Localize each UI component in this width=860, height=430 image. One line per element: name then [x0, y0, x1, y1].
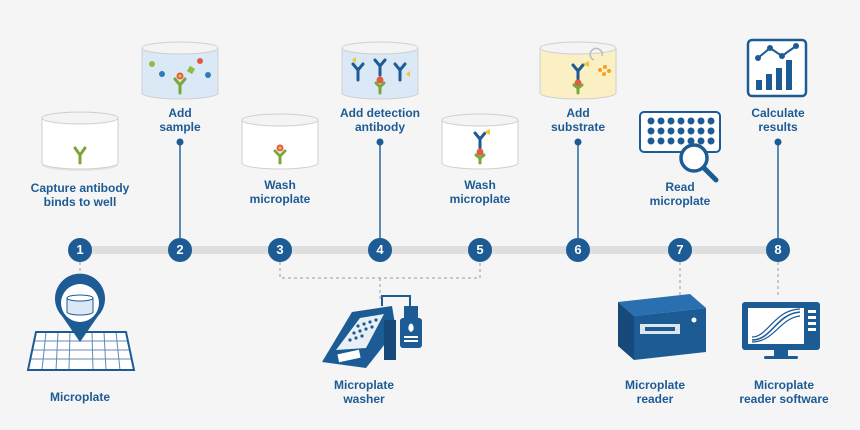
well-detection-antibody-icon: [341, 41, 419, 100]
step-2-badge: 2: [168, 238, 192, 262]
microplate-label: Microplate: [49, 390, 111, 404]
reader-software-icon: [742, 302, 820, 359]
microplate-icon: [26, 273, 136, 371]
well-wash-icon: [241, 113, 319, 170]
step-6-badge: 6: [566, 238, 590, 262]
step-1-badge: 1: [68, 238, 92, 262]
read-microplate-icon: [639, 111, 721, 183]
step-7-badge: 7: [668, 238, 692, 262]
calculate-results-icon: [746, 38, 808, 98]
step-5-badge: 5: [468, 238, 492, 262]
well-add-substrate-icon: [539, 41, 617, 100]
step-8-badge: 8: [766, 238, 790, 262]
timeline-bar: [76, 246, 786, 254]
step-connector-dots: [176, 138, 782, 146]
well-capture-antibody-icon: [41, 111, 119, 171]
step-3-badge: 3: [268, 238, 292, 262]
equipment-connectors: [79, 262, 779, 300]
step-connectors: [179, 142, 779, 238]
microplate-washer-icon: [322, 295, 422, 368]
microplate-reader-icon: [618, 294, 706, 360]
step-4-badge: 4: [368, 238, 392, 262]
well-wash-2-icon: [441, 113, 519, 170]
well-add-sample-icon: [141, 41, 219, 100]
